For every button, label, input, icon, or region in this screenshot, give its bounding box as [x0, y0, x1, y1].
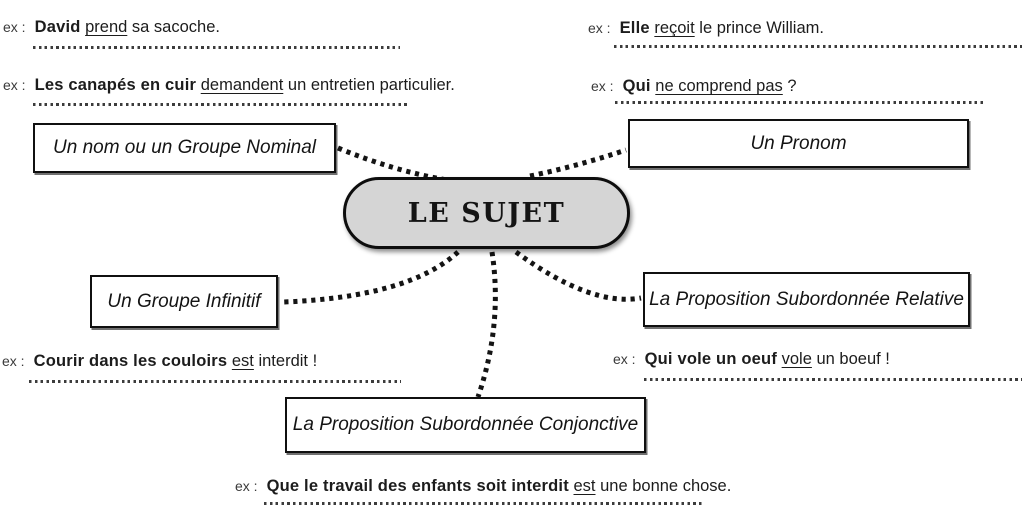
central-node-le-sujet: LE SUJET	[343, 177, 630, 249]
example-rest: un boeuf !	[816, 350, 890, 368]
example-sentence: Que le travail des enfants soit interdit…	[267, 477, 732, 496]
example-subject: Qui vole un oeuf	[644, 350, 778, 368]
example-travail-enfants: ex : Que le travail des enfants soit int…	[235, 477, 731, 496]
example-rest: une bonne chose.	[600, 477, 732, 495]
example-david: ex : David prend sa sacoche.	[3, 18, 220, 37]
example-sentence: Qui vole un oeuf vole un boeuf !	[645, 350, 890, 369]
node-proposition-subordonnee-relative: La Proposition Subordonnée Relative	[643, 272, 970, 327]
example-subject: Les canapés en cuir	[34, 76, 197, 94]
dotted-answer-line	[614, 45, 1022, 48]
example-prefix: ex :	[3, 19, 26, 35]
dotted-answer-line	[29, 380, 401, 383]
node-label: La Proposition Subordonnée Relative	[649, 288, 964, 310]
example-rest: le prince William.	[699, 19, 824, 37]
example-qui-comprend: ex : Qui ne comprend pas ?	[591, 77, 797, 96]
example-rest: sa sacoche.	[131, 18, 220, 36]
connector-center-to-conjonctive	[475, 251, 498, 398]
example-rest: ?	[787, 77, 797, 95]
example-subject: Elle	[619, 19, 650, 37]
connector-center-to-pronom	[529, 147, 627, 179]
dotted-answer-line	[644, 378, 1022, 381]
central-node-label: LE SUJET	[407, 197, 566, 229]
dotted-answer-line	[615, 101, 983, 104]
node-proposition-subordonnee-conjonctive: La Proposition Subordonnée Conjonctive	[285, 397, 646, 453]
dotted-answer-line	[33, 46, 400, 49]
example-rest: interdit !	[258, 352, 318, 370]
connector-center-to-infinitif	[283, 250, 460, 305]
example-prefix: ex :	[591, 78, 614, 94]
example-subject: Qui	[622, 77, 651, 95]
example-canapes: ex : Les canapés en cuir demandent un en…	[3, 76, 455, 95]
example-prefix: ex :	[2, 353, 25, 369]
example-sentence: Les canapés en cuir demandent un entreti…	[35, 76, 455, 95]
example-subject: Courir dans les couloirs	[33, 352, 228, 370]
example-verb: ne comprend pas	[655, 77, 783, 95]
example-sentence: David prend sa sacoche.	[35, 18, 220, 37]
example-subject: David	[34, 18, 81, 36]
node-label: Un Groupe Infinitif	[107, 290, 261, 312]
example-verb: reçoit	[654, 19, 695, 37]
example-verb: est	[573, 477, 596, 495]
example-verb: demandent	[200, 76, 284, 94]
node-groupe-infinitif: Un Groupe Infinitif	[90, 275, 278, 328]
node-pronom: Un Pronom	[628, 119, 969, 168]
example-sentence: Qui ne comprend pas ?	[623, 77, 797, 96]
node-label: La Proposition Subordonnée Conjonctive	[292, 414, 639, 435]
connector-center-to-relative	[514, 249, 642, 302]
node-nom-groupe-nominal: Un nom ou un Groupe Nominal	[33, 123, 336, 173]
example-sentence: Elle reçoit le prince William.	[620, 19, 824, 38]
example-prefix: ex :	[235, 478, 258, 494]
node-label: Un nom ou un Groupe Nominal	[53, 137, 316, 158]
example-rest: un entretien particulier.	[287, 76, 455, 94]
node-label: Un Pronom	[750, 132, 847, 154]
example-prefix: ex :	[588, 20, 611, 36]
example-prefix: ex :	[3, 77, 26, 93]
example-prefix: ex :	[613, 351, 636, 367]
example-subject: Que le travail des enfants soit interdit	[266, 477, 569, 495]
example-oeuf: ex : Qui vole un oeuf vole un boeuf !	[613, 350, 890, 369]
dotted-answer-line	[33, 103, 408, 106]
example-courir: ex : Courir dans les couloirs est interd…	[2, 352, 317, 371]
example-verb: prend	[85, 18, 128, 36]
connector-nominal-to-center	[337, 145, 448, 183]
example-sentence: Courir dans les couloirs est interdit !	[34, 352, 318, 371]
example-verb: est	[231, 352, 254, 370]
example-elle: ex : Elle reçoit le prince William.	[588, 19, 824, 38]
dotted-answer-line	[264, 502, 702, 505]
example-verb: vole	[781, 350, 812, 368]
